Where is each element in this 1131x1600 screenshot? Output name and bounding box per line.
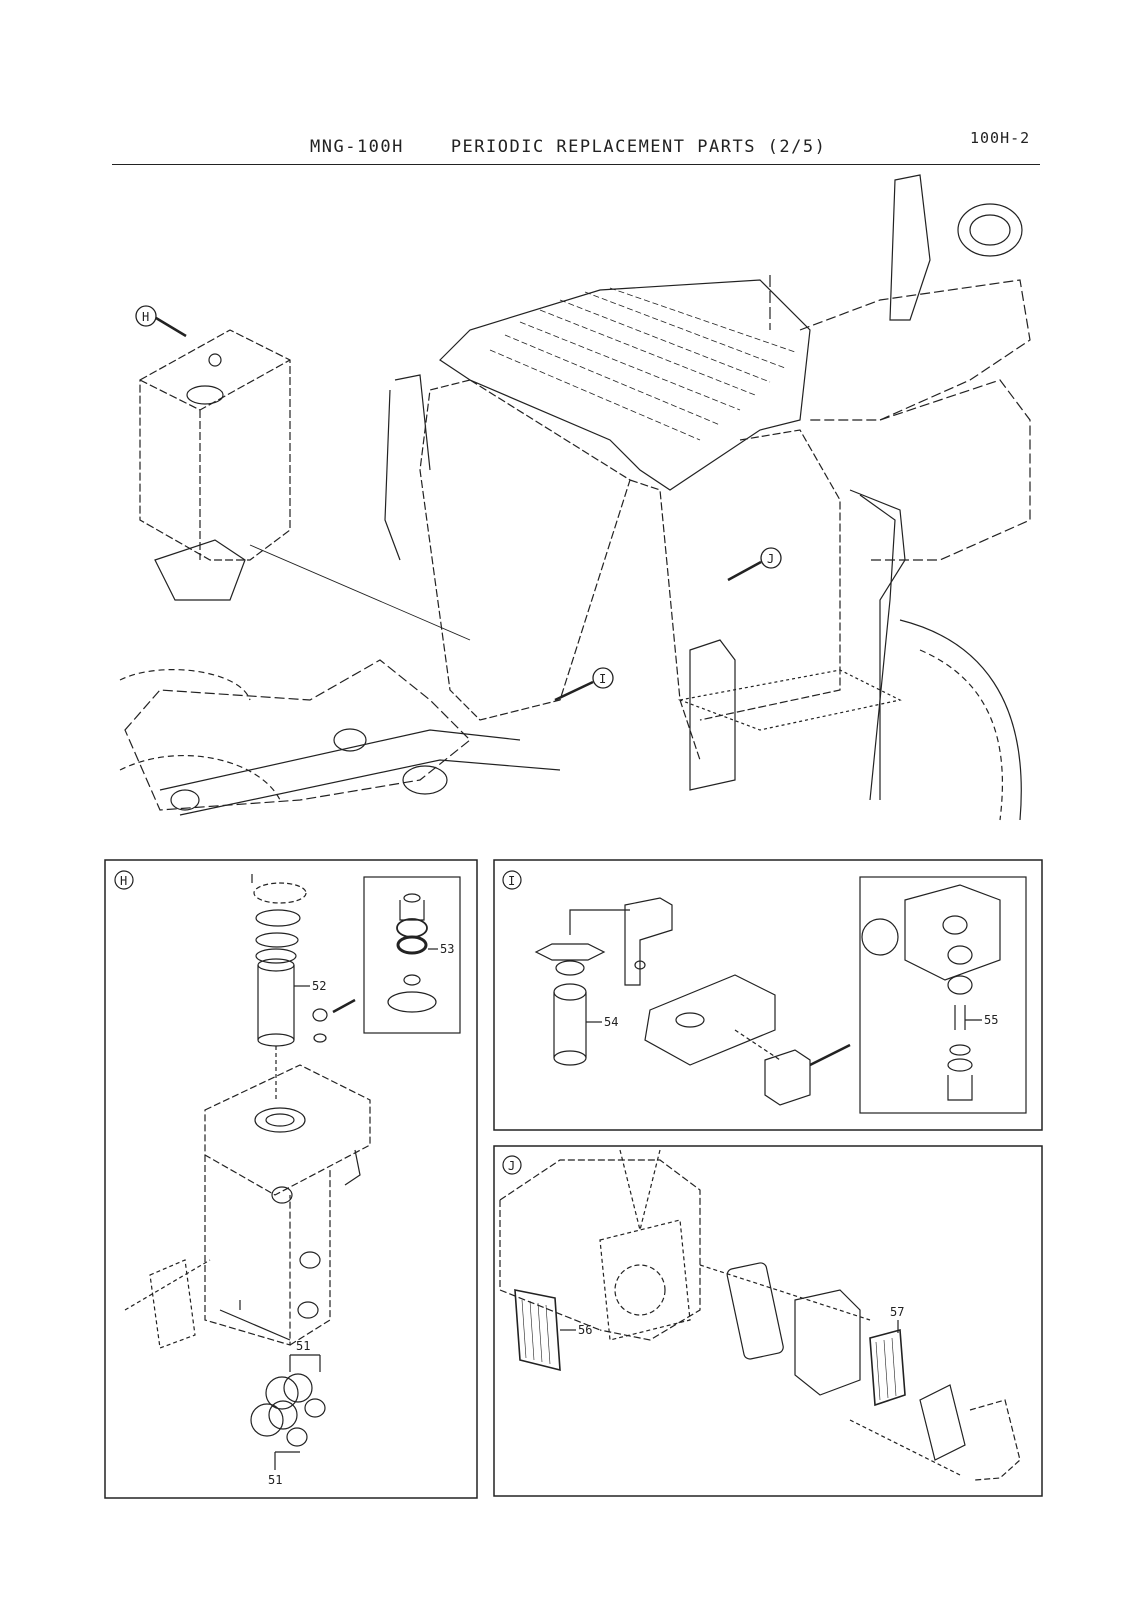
machine-overview-drawing	[119, 174, 1031, 821]
part-51-label-top: 51	[296, 1339, 310, 1353]
part-52-label: 52	[312, 979, 326, 993]
panel-j-label: J	[508, 1159, 515, 1173]
part-57-label: 57	[890, 1305, 904, 1319]
part-53-label: 53	[440, 942, 454, 956]
callout-j-letter: J	[767, 552, 774, 566]
header-rule	[112, 164, 1040, 165]
page-number: 100H-2	[970, 129, 1031, 147]
panel-i	[493, 859, 1043, 1131]
part-51-label-bottom: 51	[268, 1473, 282, 1487]
part-56-label: 56	[578, 1323, 592, 1337]
panel-h	[104, 859, 478, 1499]
callout-h-letter: H	[142, 310, 149, 324]
panel-j	[493, 1145, 1043, 1497]
part-54-label: 54	[604, 1015, 618, 1029]
part-55-label: 55	[984, 1013, 998, 1027]
panel-i-label: I	[508, 874, 515, 888]
callout-i-letter: I	[599, 672, 606, 686]
page-title: MNG-100H PERIODIC REPLACEMENT PARTS (2/5…	[310, 137, 827, 157]
panel-h-label: H	[120, 874, 127, 888]
